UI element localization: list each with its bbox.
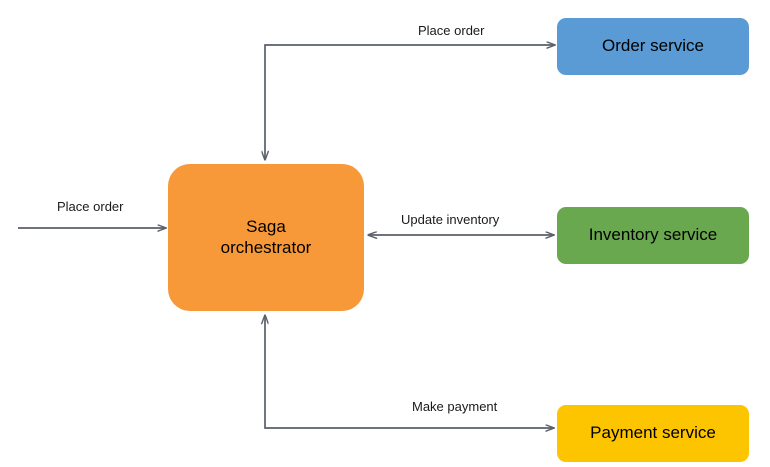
node-order-service[interactable]: Order service (557, 18, 749, 75)
node-label: Payment service (590, 423, 716, 443)
edge-place-order-out (265, 45, 555, 160)
node-payment-service[interactable]: Payment service (557, 405, 749, 462)
node-saga-orchestrator[interactable]: Saga orchestrator (168, 164, 364, 311)
edge-label-update-inventory: Update inventory (401, 212, 500, 227)
node-label: Order service (601, 36, 705, 56)
edge-make-payment (265, 315, 554, 428)
node-label: Saga orchestrator (220, 217, 312, 257)
node-label: Inventory service (588, 225, 718, 245)
node-inventory-service[interactable]: Inventory service (557, 207, 749, 264)
edge-label-place-order-in: Place order (57, 199, 124, 214)
edge-label-make-payment: Make payment (412, 399, 498, 414)
edge-label-place-order-out: Place order (418, 23, 485, 38)
